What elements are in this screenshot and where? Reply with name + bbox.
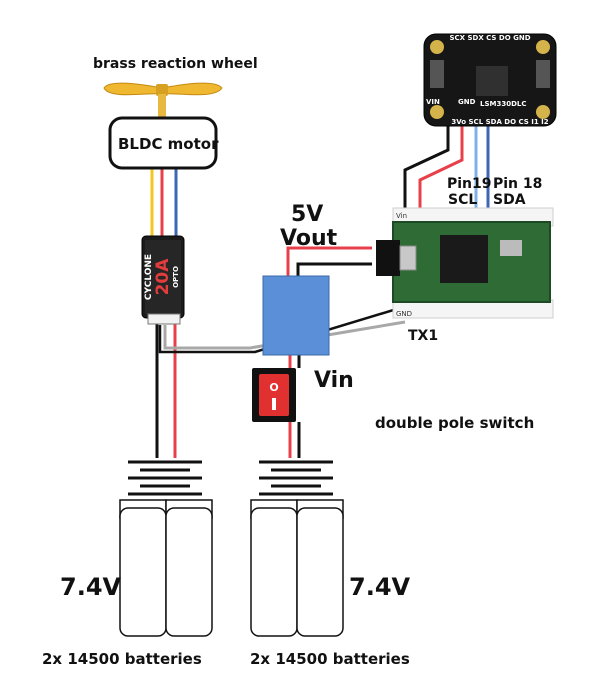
teensy-gnd-pin: GND [396, 310, 412, 318]
voltage-regulator [262, 275, 330, 356]
imu-board: SCX SDX CS DO GND 3Vo SCL SDA DO CS I1 I… [423, 33, 557, 127]
motor-label: BLDC motor [118, 135, 219, 153]
esc-module: CYCLONE 20A OPTO [141, 235, 185, 325]
sensor-vin-wire [418, 122, 464, 222]
sda-label: SDA [493, 192, 526, 208]
sensor-chip-name: LSM330DLC [480, 100, 527, 108]
sensor-gnd-pin: GND [458, 98, 476, 106]
double-pole-switch: O [252, 368, 296, 422]
esc-rating: 20A [153, 258, 173, 296]
switch-label: double pole switch [375, 414, 535, 432]
battery-left-voltage: 7.4V [60, 573, 122, 601]
tx1-label: TX1 [408, 328, 439, 344]
battery-symbol-right [259, 460, 333, 496]
sensor-gnd-wire [403, 122, 450, 222]
usb-connector [376, 240, 400, 276]
pin18-label: Pin 18 [493, 176, 543, 192]
esc-model: OPTO [172, 266, 180, 288]
battery-right-voltage: 7.4V [349, 573, 411, 601]
vout-value-label: 5V [291, 202, 324, 227]
reaction-wheel-label: brass reaction wheel [93, 56, 258, 72]
battery-pack-left [119, 499, 213, 637]
battery-symbol-left [128, 460, 202, 496]
sensor-vin-pin: VIN [426, 98, 440, 106]
teensy-vin-pin: Vin [396, 212, 407, 220]
vout-wire-red [286, 246, 372, 276]
scl-label: SCL [448, 192, 478, 208]
vout-wire-black [296, 262, 372, 276]
teensy-board [376, 207, 554, 319]
battery-pack-right [250, 499, 344, 637]
battery-left-caption: 2x 14500 batteries [42, 650, 202, 668]
pin19-label: Pin19 [447, 176, 492, 192]
bldc-motor-box [108, 116, 218, 170]
svg-text:O: O [269, 381, 278, 394]
reaction-wheel [103, 82, 223, 118]
sensor-top-pins: SCX SDX CS DO GND [449, 34, 530, 42]
sensor-bottom-pins: 3Vo SCL SDA DO CS I1 I2 [451, 118, 548, 126]
battery-right-caption: 2x 14500 batteries [250, 650, 410, 668]
vout-text-label: Vout [280, 226, 338, 251]
esc-brand: CYCLONE [144, 254, 154, 300]
vin-label: Vin [314, 368, 354, 393]
